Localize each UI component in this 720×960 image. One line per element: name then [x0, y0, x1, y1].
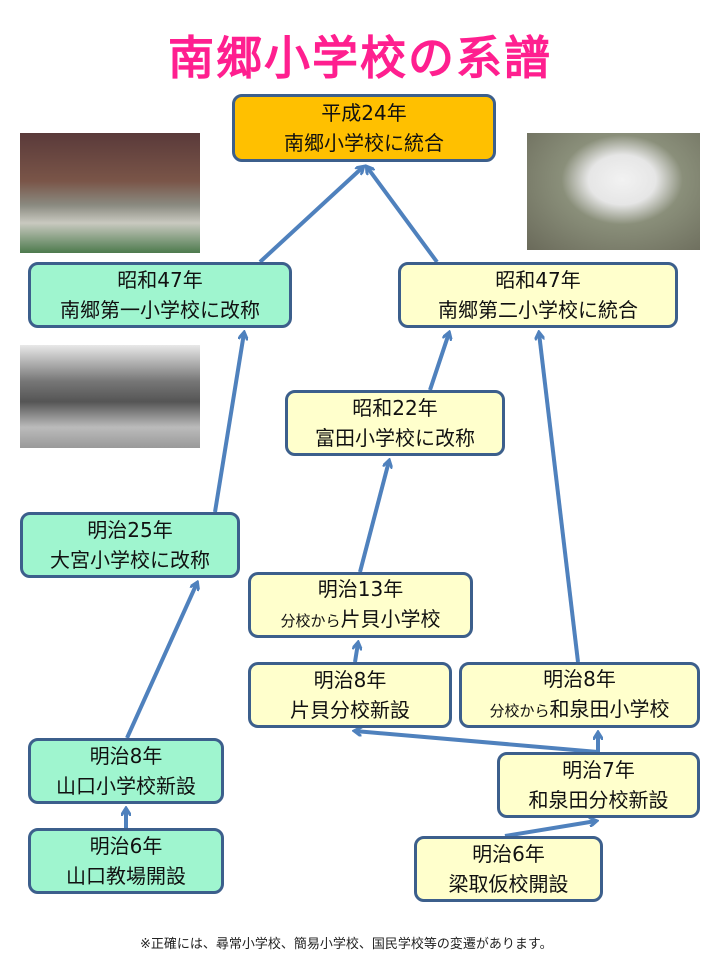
box-year: 昭和47年: [495, 268, 581, 292]
box-event: 南郷第一小学校に改称: [60, 298, 260, 322]
box-year: 明治8年: [313, 668, 387, 692]
box-event: 富田小学校に改称: [315, 426, 475, 450]
photo-school-old: [20, 345, 200, 448]
box-year: 明治7年: [562, 758, 635, 782]
box-meiji6-yamaguchi: 明治6年山口教場開設: [28, 828, 224, 894]
box-meiji8-izumida: 明治8年分校から和泉田小学校: [459, 662, 700, 728]
box-heisei24: 平成24年南郷小学校に統合: [232, 94, 496, 162]
box-event: 南郷小学校に統合: [284, 131, 444, 155]
box-event: 梁取仮校開設: [448, 872, 569, 896]
box-showa47-daini: 昭和47年南郷第二小学校に統合: [398, 262, 678, 328]
box-showa22: 昭和22年富田小学校に改称: [285, 390, 505, 456]
box-year: 昭和47年: [117, 268, 203, 292]
box-event: 和泉田小学校: [549, 697, 670, 721]
photo-school-2: [527, 133, 700, 250]
photo-school-1: [20, 133, 200, 253]
box-meiji8-yamaguchi: 明治8年山口小学校新設: [28, 738, 224, 804]
box-year: 明治8年: [89, 744, 163, 768]
arrow: [539, 333, 580, 663]
box-event: 片貝小学校: [340, 607, 441, 631]
box-year: 明治25年: [87, 518, 173, 542]
box-showa47-daiichi: 昭和47年南郷第一小学校に改称: [28, 262, 292, 328]
box-event: 山口教場開設: [66, 864, 186, 888]
box-prefix: 分校から: [280, 612, 341, 630]
box-meiji7: 明治7年和泉田分校新設: [497, 752, 700, 818]
box-meiji13: 明治13年分校から片貝小学校: [248, 572, 473, 638]
arrow: [355, 643, 358, 663]
box-event: 片貝分校新設: [290, 698, 410, 722]
box-meiji6-yanatori: 明治6年梁取仮校開設: [414, 836, 603, 902]
box-year: 明治8年: [543, 667, 616, 691]
box-event: 山口小学校新設: [56, 774, 196, 798]
arrow: [504, 821, 596, 838]
box-event: 南郷第二小学校に統合: [438, 298, 638, 322]
box-year: 明治13年: [317, 577, 404, 601]
arrow: [355, 731, 599, 754]
arrow: [213, 333, 244, 513]
arrow: [258, 167, 363, 264]
box-meiji8-katakai: 明治8年片貝分校新設: [248, 662, 452, 728]
box-event: 大宮小学校に改称: [50, 548, 210, 572]
footnote: ※正確には、尋常小学校、簡易小学校、国民学校等の変遷があります。: [140, 937, 553, 952]
box-year: 明治6年: [89, 834, 163, 858]
arrow: [358, 461, 389, 573]
box-year: 平成24年: [321, 101, 407, 125]
arrow: [125, 583, 197, 739]
box-prefix: 分校から: [489, 702, 550, 720]
arrow: [428, 333, 449, 391]
box-year: 昭和22年: [352, 396, 438, 420]
arrow: [367, 167, 439, 264]
box-meiji25: 明治25年大宮小学校に改称: [20, 512, 240, 578]
page-title: 南郷小学校の系譜: [168, 31, 552, 85]
box-year: 明治6年: [472, 842, 545, 866]
box-event: 和泉田分校新設: [528, 788, 669, 812]
